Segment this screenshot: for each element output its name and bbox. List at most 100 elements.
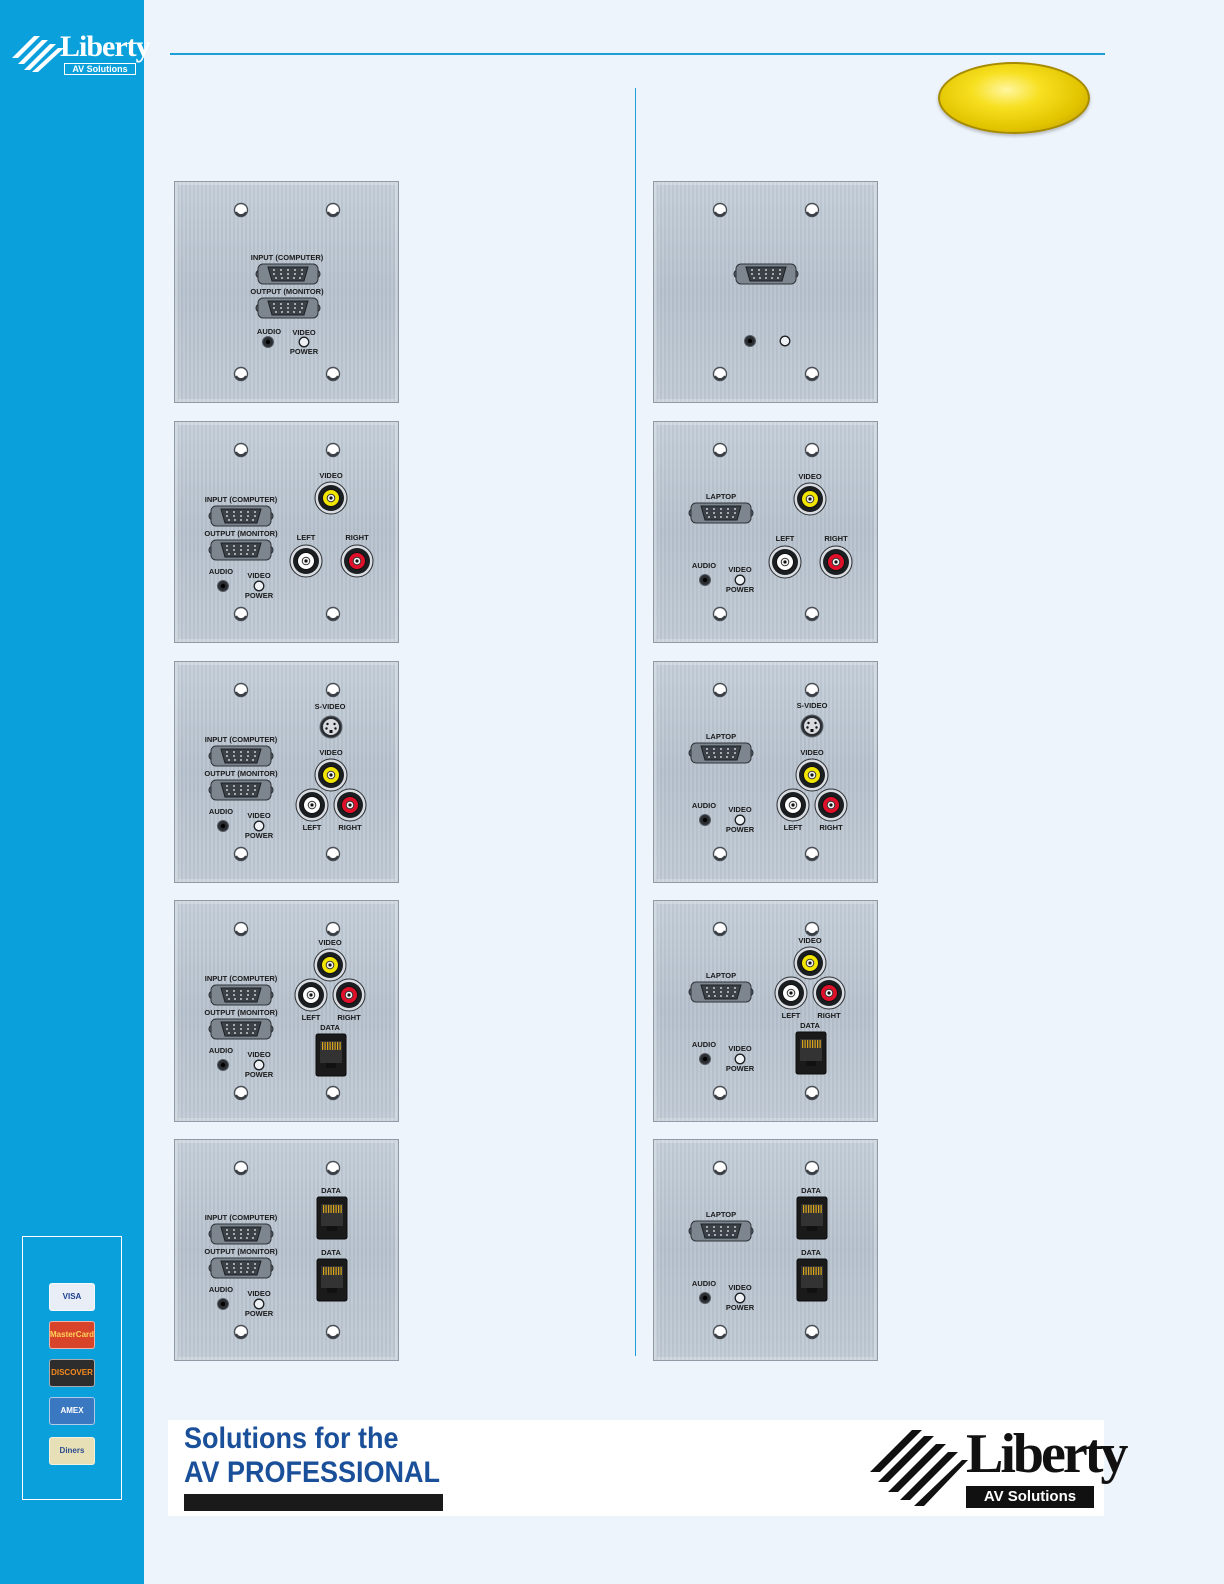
label-video-power: VIDEO [728,805,752,814]
label-power: POWER [726,825,755,834]
audio-jack[interactable] [699,1053,711,1065]
power-led [253,580,265,592]
rca-right-jack[interactable] [819,545,853,579]
vga-input-port[interactable] [208,745,274,767]
liberty-logo-small[interactable]: Liberty AV Solutions [8,28,151,78]
screw-hole-icon [325,202,341,218]
screw-hole-icon [712,606,728,622]
rca-right-jack[interactable] [333,788,367,822]
screw-hole-icon [325,1085,341,1101]
data-jack[interactable] [796,1258,828,1302]
logo-word-large: Liberty [966,1423,1128,1485]
screw-hole-icon [804,846,820,862]
audio-jack[interactable] [744,335,756,347]
label-audio: AUDIO [209,1046,233,1055]
vga-input-port[interactable] [208,1223,274,1245]
discover-card-icon: DISCOVER [49,1359,95,1387]
rca-left-jack[interactable] [294,978,328,1012]
rca-right-jack[interactable] [332,978,366,1012]
s-video-jack[interactable] [800,714,824,738]
power-led [779,335,791,347]
audio-jack[interactable] [217,820,229,832]
rca-video-jack[interactable] [793,482,827,516]
rca-video-jack[interactable] [314,481,348,515]
audio-jack[interactable] [217,1059,229,1071]
rca-video-jack[interactable] [314,758,348,792]
rca-left-jack[interactable] [776,788,810,822]
rca-video-jack[interactable] [795,758,829,792]
rca-video-jack[interactable] [313,948,347,982]
data-jack[interactable] [316,1196,348,1240]
column-divider [635,88,636,1356]
label-video-power: VIDEO [247,1289,271,1298]
label-output-monitor: OUTPUT (MONITOR) [204,769,278,778]
wall-plate-vga1-unlabeled [653,181,878,403]
vga-input-port[interactable] [208,505,274,527]
vga-port[interactable] [733,263,799,285]
audio-jack[interactable] [699,814,711,826]
power-led [253,820,265,832]
audio-jack[interactable] [217,1298,229,1310]
rca-left-jack[interactable] [289,544,323,578]
screw-hole-icon [712,682,728,698]
label-video-power: VIDEO [728,565,752,574]
rca-left-jack[interactable] [295,788,329,822]
liberty-logo-large[interactable]: Liberty AV Solutions [868,1422,1128,1512]
screw-hole-icon [233,366,249,382]
label-s-video: S-VIDEO [797,701,828,710]
label-video: VIDEO [800,748,824,757]
label-data: DATA [801,1186,821,1195]
label-data: DATA [800,1021,820,1030]
logo-word: Liberty [60,30,151,63]
s-video-jack[interactable] [319,715,343,739]
screw-hole-icon [325,366,341,382]
data-jack[interactable] [795,1031,827,1075]
rca-right-jack[interactable] [340,544,374,578]
vga-laptop-port[interactable] [688,502,754,524]
label-video-power: VIDEO [292,328,316,337]
label-output-monitor: OUTPUT (MONITOR) [204,1008,278,1017]
power-led [734,814,746,826]
vga-input-port[interactable] [208,984,274,1006]
screw-hole-icon [233,846,249,862]
audio-jack[interactable] [699,574,711,586]
label-power: POWER [245,1070,274,1079]
rca-right-jack[interactable] [812,976,846,1010]
vga-laptop-port[interactable] [688,742,754,764]
vga-input-port[interactable] [255,263,321,285]
audio-jack[interactable] [262,336,274,348]
data-jack[interactable] [316,1258,348,1302]
vga-output-port[interactable] [208,1018,274,1040]
label-power: POWER [245,1309,274,1318]
screw-hole-icon [233,921,249,937]
data-jack[interactable] [315,1033,347,1077]
rca-right-jack[interactable] [814,788,848,822]
vga-output-port[interactable] [208,539,274,561]
data-jack[interactable] [796,1196,828,1240]
vga-output-port[interactable] [255,297,321,319]
rca-video-jack[interactable] [793,946,827,980]
vga-laptop-port[interactable] [688,1220,754,1242]
label-audio: AUDIO [209,807,233,816]
audio-jack[interactable] [699,1292,711,1304]
label-s-video: S-VIDEO [315,702,346,711]
rca-left-jack[interactable] [774,976,808,1010]
vga-laptop-port[interactable] [688,981,754,1003]
screw-hole-icon [804,1085,820,1101]
vga-output-port[interactable] [208,1257,274,1279]
label-input-computer: INPUT (COMPUTER) [205,1213,278,1222]
label-audio: AUDIO [209,1285,233,1294]
label-video-power: VIDEO [247,811,271,820]
top-rule [170,53,1105,55]
label-video-power: VIDEO [247,1050,271,1059]
vga-output-port[interactable] [208,779,274,801]
screw-hole-icon [233,1324,249,1340]
label-output-monitor: OUTPUT (MONITOR) [250,287,324,296]
label-power: POWER [290,347,319,356]
label-right: RIGHT [824,534,848,543]
audio-jack[interactable] [217,580,229,592]
rca-left-jack[interactable] [768,545,802,579]
